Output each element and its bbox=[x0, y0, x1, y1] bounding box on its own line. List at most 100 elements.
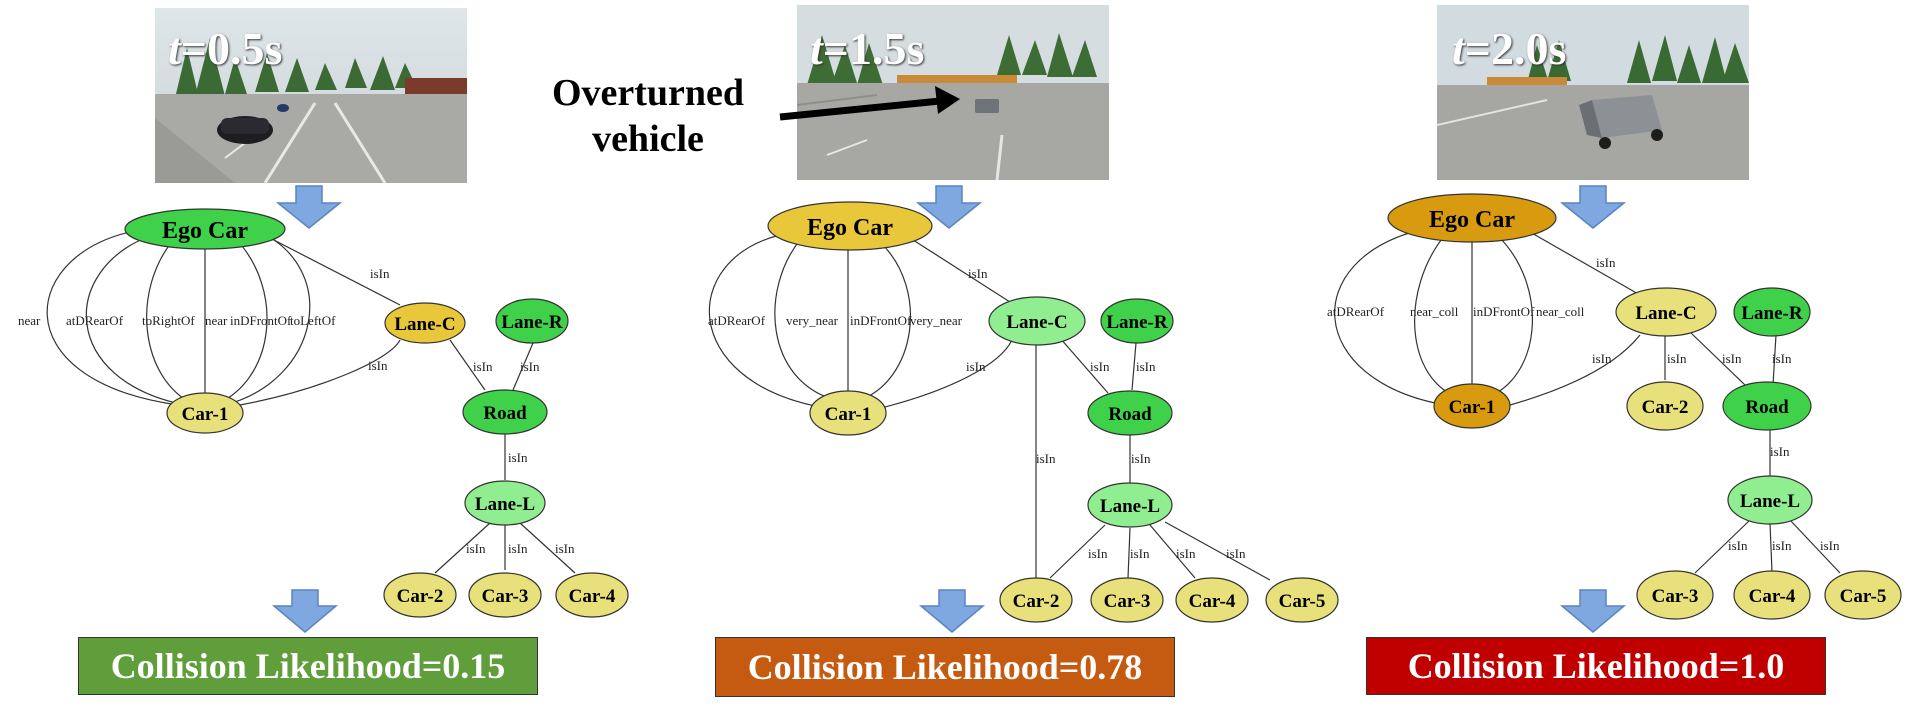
time-label-1: t=0.5s bbox=[168, 22, 282, 75]
down-arrow-icon bbox=[275, 185, 343, 229]
node-label: Lane-R bbox=[501, 312, 563, 333]
node-car-4 bbox=[1733, 570, 1811, 620]
edge bbox=[1049, 524, 1106, 579]
collision-likelihood-box-3: Collision Likelihood=1.0 bbox=[1366, 637, 1826, 695]
collision-likelihood-text: Collision Likelihood=0.78 bbox=[747, 647, 1143, 687]
edge bbox=[859, 241, 911, 401]
edge bbox=[239, 339, 401, 406]
down-arrow-icon bbox=[1559, 185, 1627, 229]
edge-label: isIn bbox=[370, 266, 390, 281]
edge bbox=[224, 231, 311, 406]
overturned-arrow bbox=[779, 96, 951, 121]
node-car-1 bbox=[1433, 383, 1511, 429]
edge bbox=[512, 342, 534, 391]
edge bbox=[146, 237, 196, 406]
down-arrow-icon bbox=[1559, 589, 1627, 633]
edge bbox=[774, 239, 836, 401]
edge-label: isIn bbox=[1772, 538, 1792, 553]
node-label: Ego Car bbox=[807, 215, 893, 241]
edge-label: isIn bbox=[1596, 255, 1616, 270]
edge-label: isIn bbox=[1722, 351, 1742, 366]
edge-label: isIn bbox=[520, 359, 540, 374]
edge bbox=[1509, 334, 1641, 406]
node-car-4 bbox=[555, 572, 629, 618]
node-label: Lane-R bbox=[1741, 303, 1803, 324]
time-value: =0.5s bbox=[180, 23, 283, 74]
camera-frame-3 bbox=[1437, 5, 1749, 180]
time-prefix: t bbox=[168, 23, 181, 74]
collision-likelihood-text: Collision Likelihood=1.0 bbox=[1407, 646, 1785, 686]
node-label: Car-3 bbox=[1104, 591, 1151, 612]
edge-label: inDFrontOf bbox=[850, 313, 912, 328]
node-label: Car-5 bbox=[1840, 586, 1887, 607]
edge bbox=[1414, 234, 1461, 399]
edge-label: isIn bbox=[368, 358, 388, 373]
edge bbox=[1127, 527, 1131, 579]
time-prefix: t bbox=[1452, 23, 1465, 74]
node-car-2 bbox=[383, 572, 457, 618]
node-label: Car-4 bbox=[1189, 591, 1236, 612]
edge bbox=[434, 522, 491, 574]
node-car-4 bbox=[1175, 577, 1249, 623]
node-label: Lane-R bbox=[1106, 312, 1168, 333]
edge-label: isIn bbox=[1090, 359, 1110, 374]
node-label: Car-1 bbox=[1449, 397, 1496, 418]
edge bbox=[1529, 231, 1641, 296]
node-label: Road bbox=[1108, 404, 1152, 425]
node-lane-c bbox=[1615, 287, 1717, 337]
edge-label: isIn bbox=[508, 541, 528, 556]
node-ego-car bbox=[1387, 193, 1557, 243]
node-label: Ego Car bbox=[162, 218, 248, 244]
node-label: Car-2 bbox=[1013, 591, 1060, 612]
node-lane-c bbox=[384, 302, 466, 344]
time-label-3: t=2.0s bbox=[1452, 22, 1566, 75]
node-car-1 bbox=[809, 390, 887, 436]
camera-frame-2 bbox=[797, 5, 1109, 180]
edge-label: isIn bbox=[1088, 546, 1108, 561]
edge-label: toLeftOf bbox=[290, 313, 336, 328]
node-road bbox=[462, 389, 548, 435]
node-ego-car bbox=[767, 201, 933, 251]
time-label-2: t=1.5s bbox=[810, 22, 924, 75]
edge-label: isIn bbox=[1667, 351, 1687, 366]
node-lane-c bbox=[988, 296, 1086, 346]
node-label: Car-5 bbox=[1279, 591, 1326, 612]
edge bbox=[1769, 522, 1773, 573]
node-lane-r bbox=[1733, 287, 1811, 337]
edge bbox=[519, 522, 576, 574]
camera-frame-1 bbox=[155, 8, 467, 183]
edge-label: inDFrontOf bbox=[230, 313, 292, 328]
node-car-3 bbox=[1636, 570, 1714, 620]
node-label: Lane-C bbox=[1635, 303, 1696, 324]
edge-label: isIn bbox=[1770, 444, 1790, 459]
edge-label: isIn bbox=[968, 266, 988, 281]
edge-label: near_coll bbox=[1536, 304, 1585, 319]
node-road bbox=[1722, 381, 1812, 431]
edge-label: inDFrontOf bbox=[1473, 304, 1535, 319]
edge-label: isIn bbox=[1226, 546, 1246, 561]
edge-label: very_near bbox=[910, 313, 963, 328]
edge-label: isIn bbox=[555, 541, 575, 556]
collision-likelihood-box-1: Collision Likelihood=0.15 bbox=[78, 637, 538, 695]
node-label: Car-4 bbox=[1749, 586, 1796, 607]
node-ego-car bbox=[124, 208, 286, 250]
node-label: Lane-L bbox=[1100, 496, 1160, 517]
edge-label: isIn bbox=[1136, 359, 1156, 374]
node-lane-l bbox=[1087, 482, 1173, 528]
edge-label: isIn bbox=[1592, 351, 1612, 366]
node-car-5 bbox=[1824, 570, 1902, 620]
overturned-arrow-head bbox=[935, 86, 960, 114]
node-road bbox=[1087, 390, 1173, 436]
node-car-2 bbox=[999, 577, 1073, 623]
edge bbox=[708, 234, 821, 408]
edge bbox=[1164, 521, 1271, 581]
edge-label: atDRearOf bbox=[1327, 304, 1385, 319]
edge bbox=[1059, 337, 1109, 394]
node-label: Car-2 bbox=[1642, 397, 1689, 418]
edge-label: isIn bbox=[1728, 538, 1748, 553]
edge bbox=[46, 229, 179, 406]
edge bbox=[449, 339, 486, 391]
time-prefix: t bbox=[810, 23, 823, 74]
edge bbox=[1689, 331, 1746, 386]
edge bbox=[85, 235, 186, 406]
